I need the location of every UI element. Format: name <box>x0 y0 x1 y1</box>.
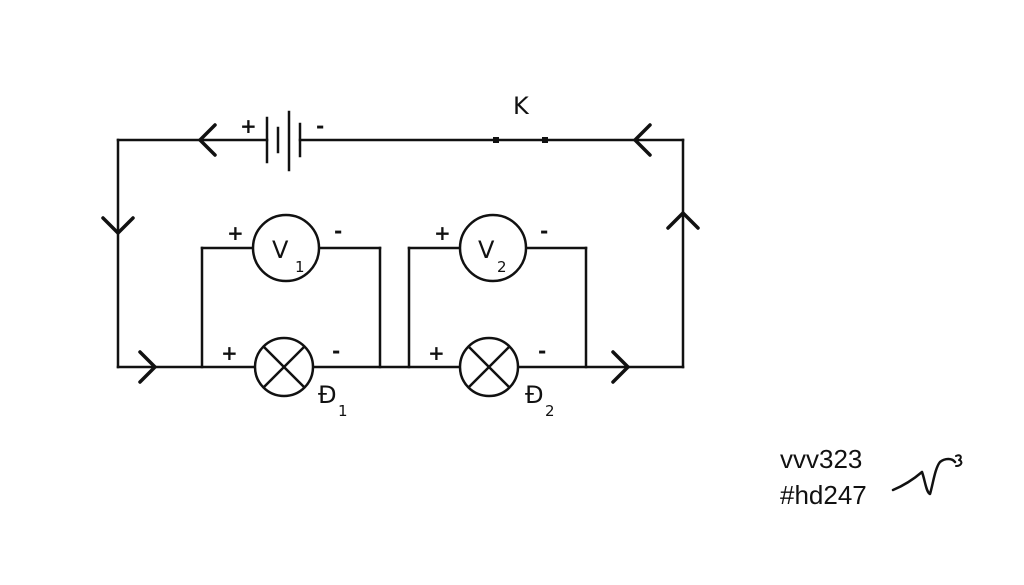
voltmeter-2-letter: V <box>478 236 495 264</box>
signature-mark <box>891 457 957 496</box>
lamp-2-subscript: 2 <box>545 402 555 420</box>
voltmeter-2-wires <box>407 246 588 369</box>
arrow-top-left <box>198 123 217 157</box>
lamp-2-minus: - <box>538 339 546 363</box>
signature-superscript <box>955 454 963 467</box>
battery-plus-sign: + <box>240 114 257 138</box>
voltmeter-1 <box>251 213 321 283</box>
current-arrows <box>101 123 700 384</box>
lamp-1-minus: - <box>332 339 340 363</box>
voltmeter-2-minus: - <box>540 219 548 243</box>
arrow-bottom-left <box>138 350 157 384</box>
voltmeter-2 <box>458 213 528 283</box>
lamp-1-subscript: 1 <box>338 402 348 420</box>
switch-label: K <box>513 92 530 120</box>
battery <box>265 110 302 172</box>
voltmeter-1-subscript: 1 <box>295 258 305 276</box>
lamp-2-plus: + <box>428 341 445 365</box>
voltmeter-1-wires <box>200 246 382 369</box>
voltmeter-1-minus: - <box>334 219 342 243</box>
arrow-left-down <box>101 216 135 235</box>
arrow-top-right <box>633 123 652 157</box>
lamp-1-letter: Đ <box>318 381 337 409</box>
voltmeter-2-subscript: 2 <box>497 258 507 276</box>
arrow-bottom-right <box>611 350 630 384</box>
voltmeter-1-letter: V <box>272 236 289 264</box>
battery-minus-sign: - <box>316 114 324 138</box>
lamp-1 <box>253 336 315 398</box>
voltmeter-2-plus: + <box>434 221 451 245</box>
lamp-2 <box>458 336 520 398</box>
lamp-1-plus: + <box>221 341 238 365</box>
voltmeter-1-plus: + <box>227 221 244 245</box>
watermark-line-1: vvv323 <box>780 444 863 474</box>
outer-wires <box>116 138 685 369</box>
lamp-2-letter: Đ <box>525 381 544 409</box>
arrow-right-up <box>666 211 700 230</box>
watermark-line-2: #hd247 <box>780 480 867 510</box>
switch-k <box>493 137 548 143</box>
